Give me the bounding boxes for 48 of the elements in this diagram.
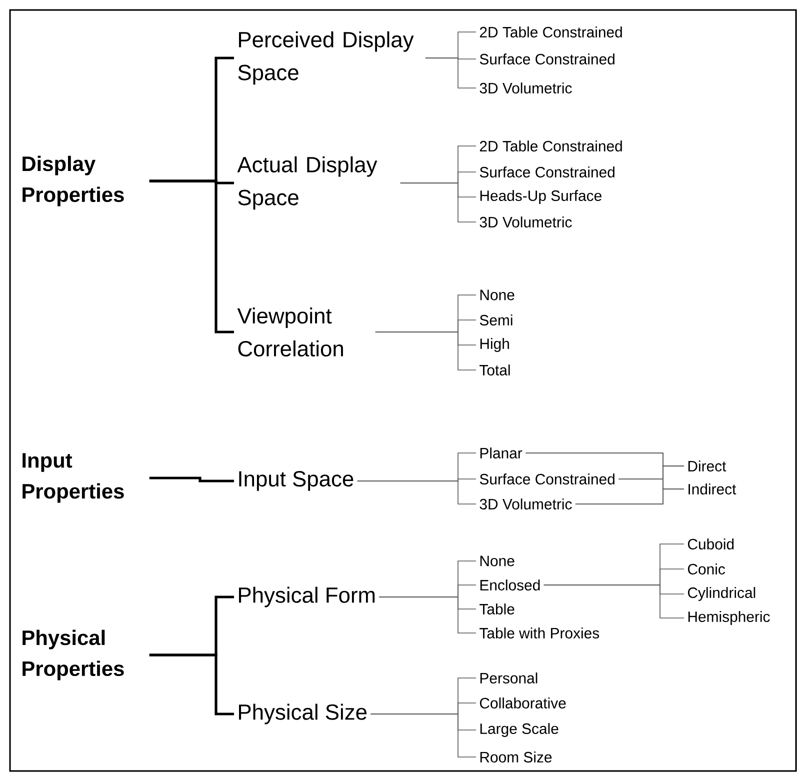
option-label: Personal: [480, 672, 538, 684]
option-label: Large Scale: [480, 723, 558, 737]
tree-connector: [357, 480, 476, 504]
option-label: Enclosed: [480, 580, 540, 590]
category-heading: Physical Properties: [22, 630, 124, 680]
tree-connector: [149, 476, 234, 482]
option-label: Surface Constrained: [480, 54, 614, 64]
option-label: Planar: [480, 448, 522, 458]
option-label: 3D Volumetric: [480, 82, 572, 94]
option-label: 3D Volumetric: [480, 216, 572, 228]
tree-connector: [375, 332, 476, 370]
subcategory-label: Actual Display Space: [237, 156, 378, 210]
option-label: Heads-Up Surface: [480, 190, 602, 204]
option-label: Cuboid: [688, 538, 734, 550]
option-label: Collaborative: [480, 698, 566, 708]
subcategory-label: Physical Size: [239, 704, 367, 724]
tree-connector: [575, 488, 684, 504]
option-label: Table with Proxies: [480, 628, 600, 638]
option-label: 2D Table Constrained: [480, 140, 622, 152]
tree-connector: [149, 654, 234, 716]
option-label: Cylindrical: [688, 587, 756, 601]
option-label: Room Size: [480, 752, 552, 762]
option-label: Surface Constrained: [480, 166, 614, 178]
category-heading: Input Properties: [22, 453, 124, 503]
option-label: None: [480, 556, 514, 566]
option-label: 2D Table Constrained: [480, 26, 622, 38]
tree-connector: [543, 584, 684, 618]
option-label: High: [480, 338, 509, 352]
tree-connector: [425, 58, 476, 88]
option-label: Indirect: [688, 484, 736, 494]
option-label: Direct: [688, 460, 726, 472]
tree-connector: [400, 182, 476, 222]
subcategory-label: Perceived Display Space: [238, 31, 414, 85]
tree-connector: [378, 596, 476, 634]
option-label: Surface Constrained: [480, 474, 614, 484]
option-label: 3D Volumetric: [480, 498, 572, 510]
tree-connector: [149, 180, 234, 334]
option-label: Total: [480, 364, 510, 376]
option-label: Conic: [688, 564, 725, 574]
option-label: Table: [480, 604, 514, 614]
subcategory-label: Input Space: [239, 471, 354, 491]
option-label: Hemispheric: [688, 611, 770, 625]
subcategory-label: Physical Form: [239, 586, 375, 608]
category-heading: Display Properties: [22, 156, 124, 206]
option-label: Semi: [480, 314, 512, 326]
subcategory-label: Viewpoint Correlation: [237, 308, 343, 356]
tree-connector: [370, 714, 476, 758]
option-label: None: [480, 290, 514, 300]
